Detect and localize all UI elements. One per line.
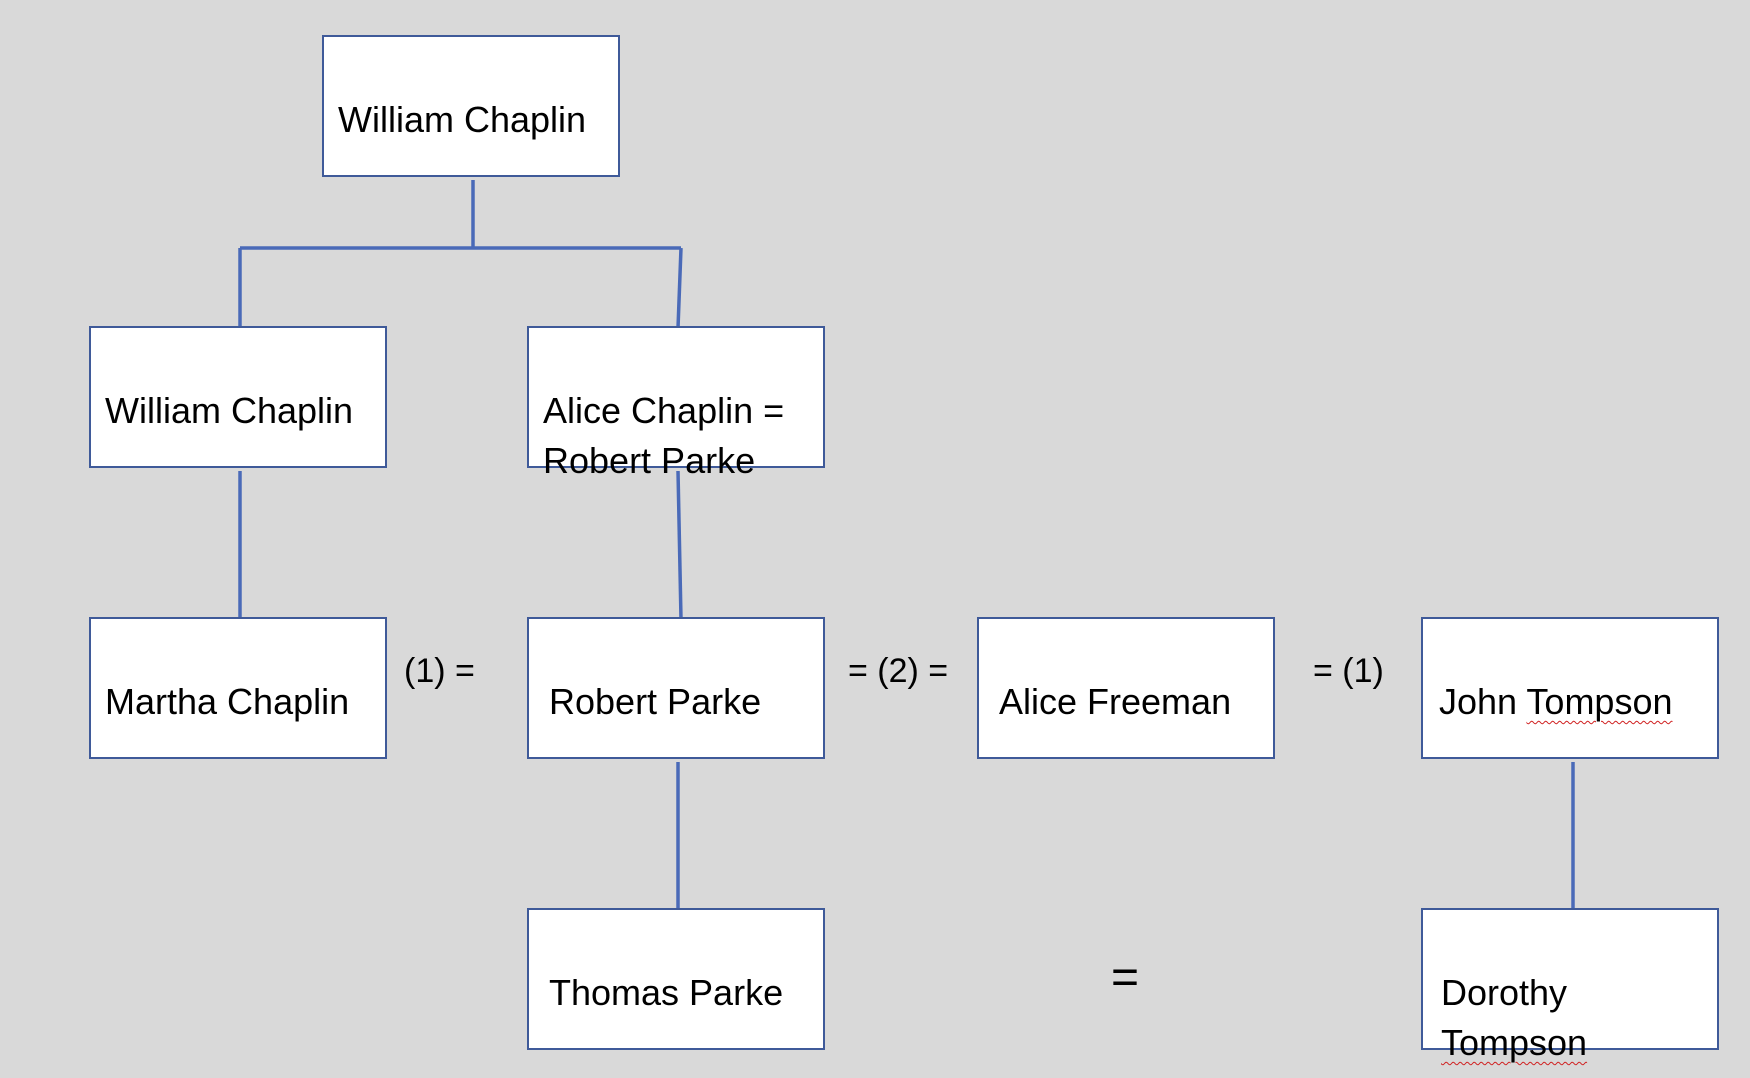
person-box-martha-chaplin: Martha Chaplin (89, 617, 387, 759)
marriage-label-robert-alice: = (2) = (848, 652, 949, 690)
person-name: Martha Chaplin (105, 681, 350, 722)
person-name: William Chaplin (338, 99, 587, 140)
marriage-label-thomas-dorothy: = (1111, 951, 1140, 1004)
marriage-label-martha-robert: (1) = (404, 652, 475, 690)
person-box-william-chaplin-son: William Chaplin (89, 326, 387, 468)
connector-alice-to-robert (676, 470, 683, 620)
person-box-alice-freeman: Alice Freeman (977, 617, 1275, 759)
person-box-john-tompson: John Tompson (1421, 617, 1719, 759)
person-name: Alice Chaplin = Robert Parke (543, 390, 785, 481)
person-name: Thomas Parke (549, 972, 784, 1013)
person-box-alice-chaplin: Alice Chaplin = Robert Parke (527, 326, 825, 481)
person-first-name: Dorothy (1441, 972, 1568, 1013)
person-surname: Tompson (1441, 1022, 1588, 1063)
person-box-robert-parke: Robert Parke (527, 617, 825, 759)
person-box-william-chaplin-root: William Chaplin (322, 35, 620, 177)
person-surname: Tompson (1526, 681, 1673, 722)
connector-to-alice-chaplin (676, 247, 683, 329)
person-first-name: John (1439, 681, 1527, 722)
person-box-thomas-parke: Thomas Parke (527, 908, 825, 1050)
person-name: Alice Freeman (999, 681, 1232, 722)
person-name: Robert Parke (549, 681, 762, 722)
marriage-label-alice-john: = (1) (1313, 652, 1384, 690)
person-name: William Chaplin (105, 390, 354, 431)
